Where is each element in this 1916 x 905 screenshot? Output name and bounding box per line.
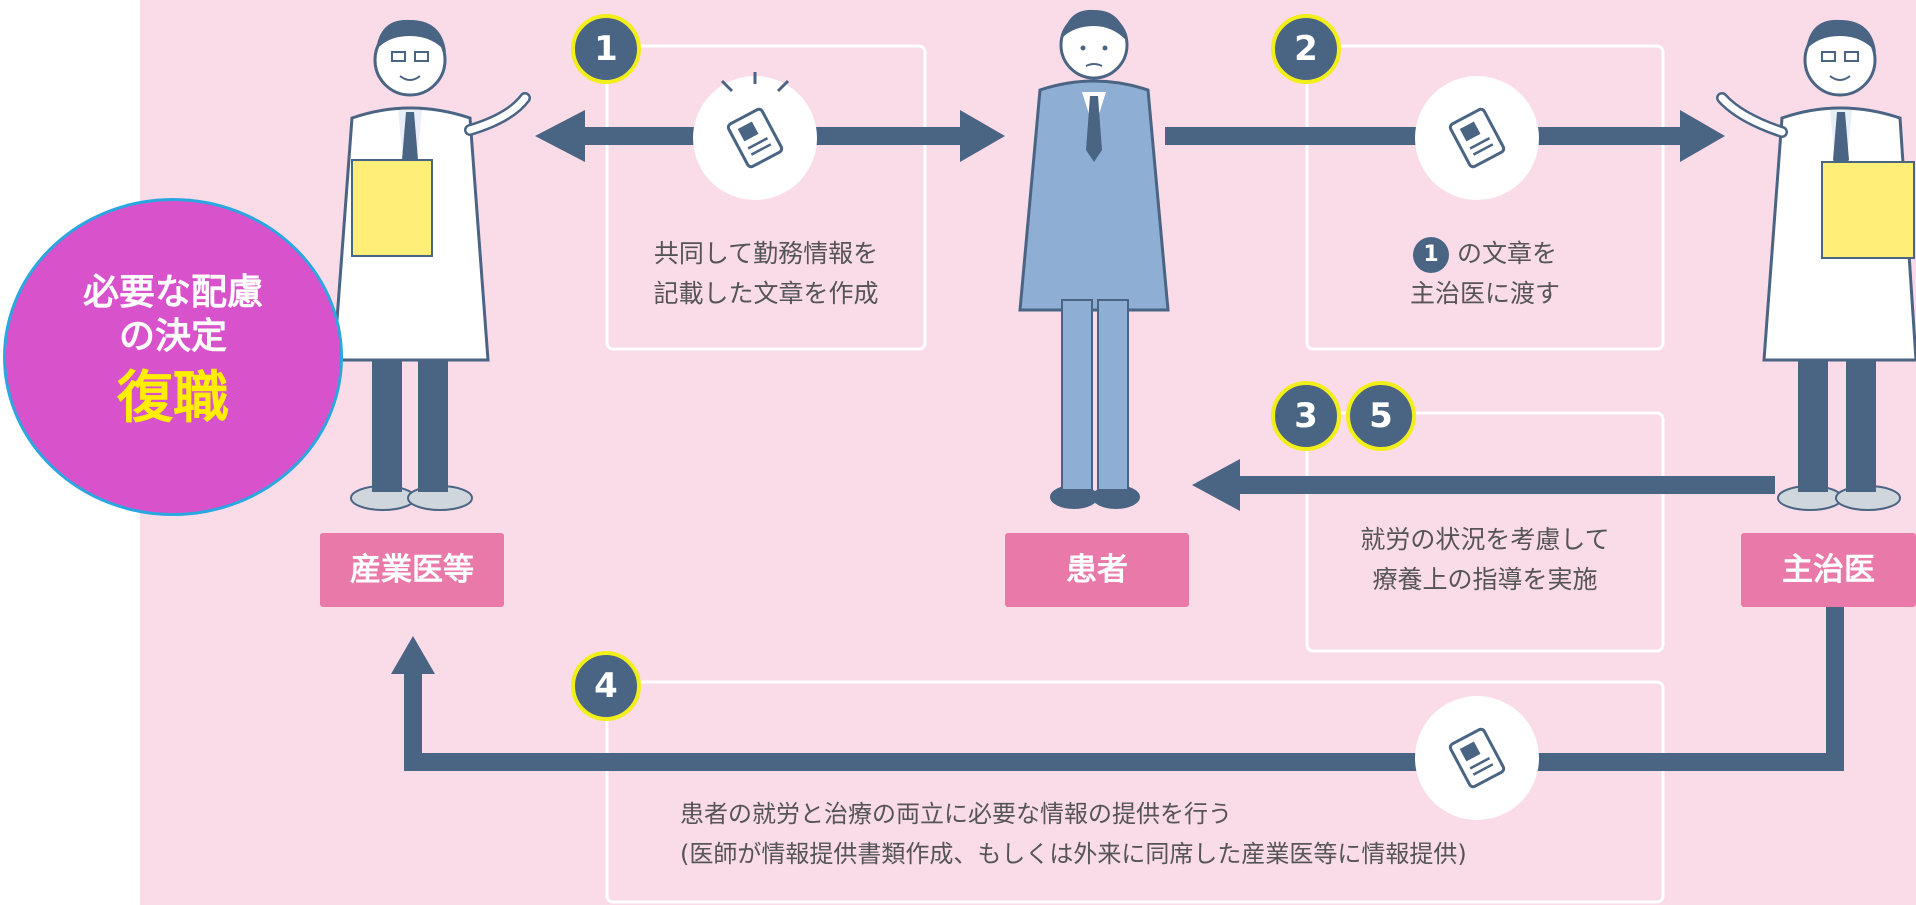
arrow-3 <box>1192 459 1775 511</box>
step-2-badge: 2 <box>1271 14 1341 84</box>
card-4-line-1: 患者の就労と治療の両立に必要な情報の提供を行う <box>680 800 1232 828</box>
step-1-reference-badge: 1 <box>1412 237 1449 273</box>
bubble-line-2: の決定 <box>118 316 227 357</box>
step-4-badge: 4 <box>571 651 641 721</box>
card-3-text: 就労の状況を考慮して 療養上の指導を実施 <box>1310 520 1660 600</box>
card-3-line-1: 就労の状況を考慮して <box>1360 525 1610 554</box>
bubble-line-3: 復職 <box>117 366 229 431</box>
card-4-line-2: (医師が情報提供書類作成、もしくは外来に同席した産業医等に情報提供) <box>680 840 1467 868</box>
step-1-badge: 1 <box>571 14 641 84</box>
return-to-work-bubble: 必要な配慮 の決定 復職 <box>3 198 343 516</box>
card-1-border <box>605 44 927 351</box>
occupational-doctor-figure <box>332 19 531 511</box>
document-icon <box>1415 696 1539 820</box>
step-3-badge: 3 <box>1271 381 1341 451</box>
card-3-border <box>1305 411 1665 653</box>
card-4-border <box>605 680 1665 904</box>
card-3-line-2: 療養上の指導を実施 <box>1372 565 1598 594</box>
occupational-doctor-label: 産業医等 <box>320 533 504 607</box>
bubble-line-1: 必要な配慮 <box>82 272 263 313</box>
patient-figure <box>1018 9 1170 509</box>
step-5-badge: 5 <box>1346 381 1416 451</box>
attending-doctor-label: 主治医 <box>1741 533 1916 607</box>
card-1-line-2: 記載した文章を作成 <box>653 279 879 308</box>
patient-label: 患者 <box>1005 533 1189 607</box>
card-2-line-2: 主治医に渡す <box>1409 279 1560 308</box>
card-2-line-1-text: の文章を <box>1456 239 1557 268</box>
card-2-border <box>1305 44 1665 351</box>
card-1-text: 共同して勤務情報を 記載した文章を作成 <box>610 234 922 314</box>
card-1-line-1: 共同して勤務情報を <box>653 239 879 268</box>
document-icon <box>1415 76 1539 200</box>
attending-doctor-figure <box>1716 19 1916 511</box>
card-4-text: 患者の就労と治療の両立に必要な情報の提供を行う (医師が情報提供書類作成、もしく… <box>640 794 1640 874</box>
document-icon <box>693 72 817 200</box>
